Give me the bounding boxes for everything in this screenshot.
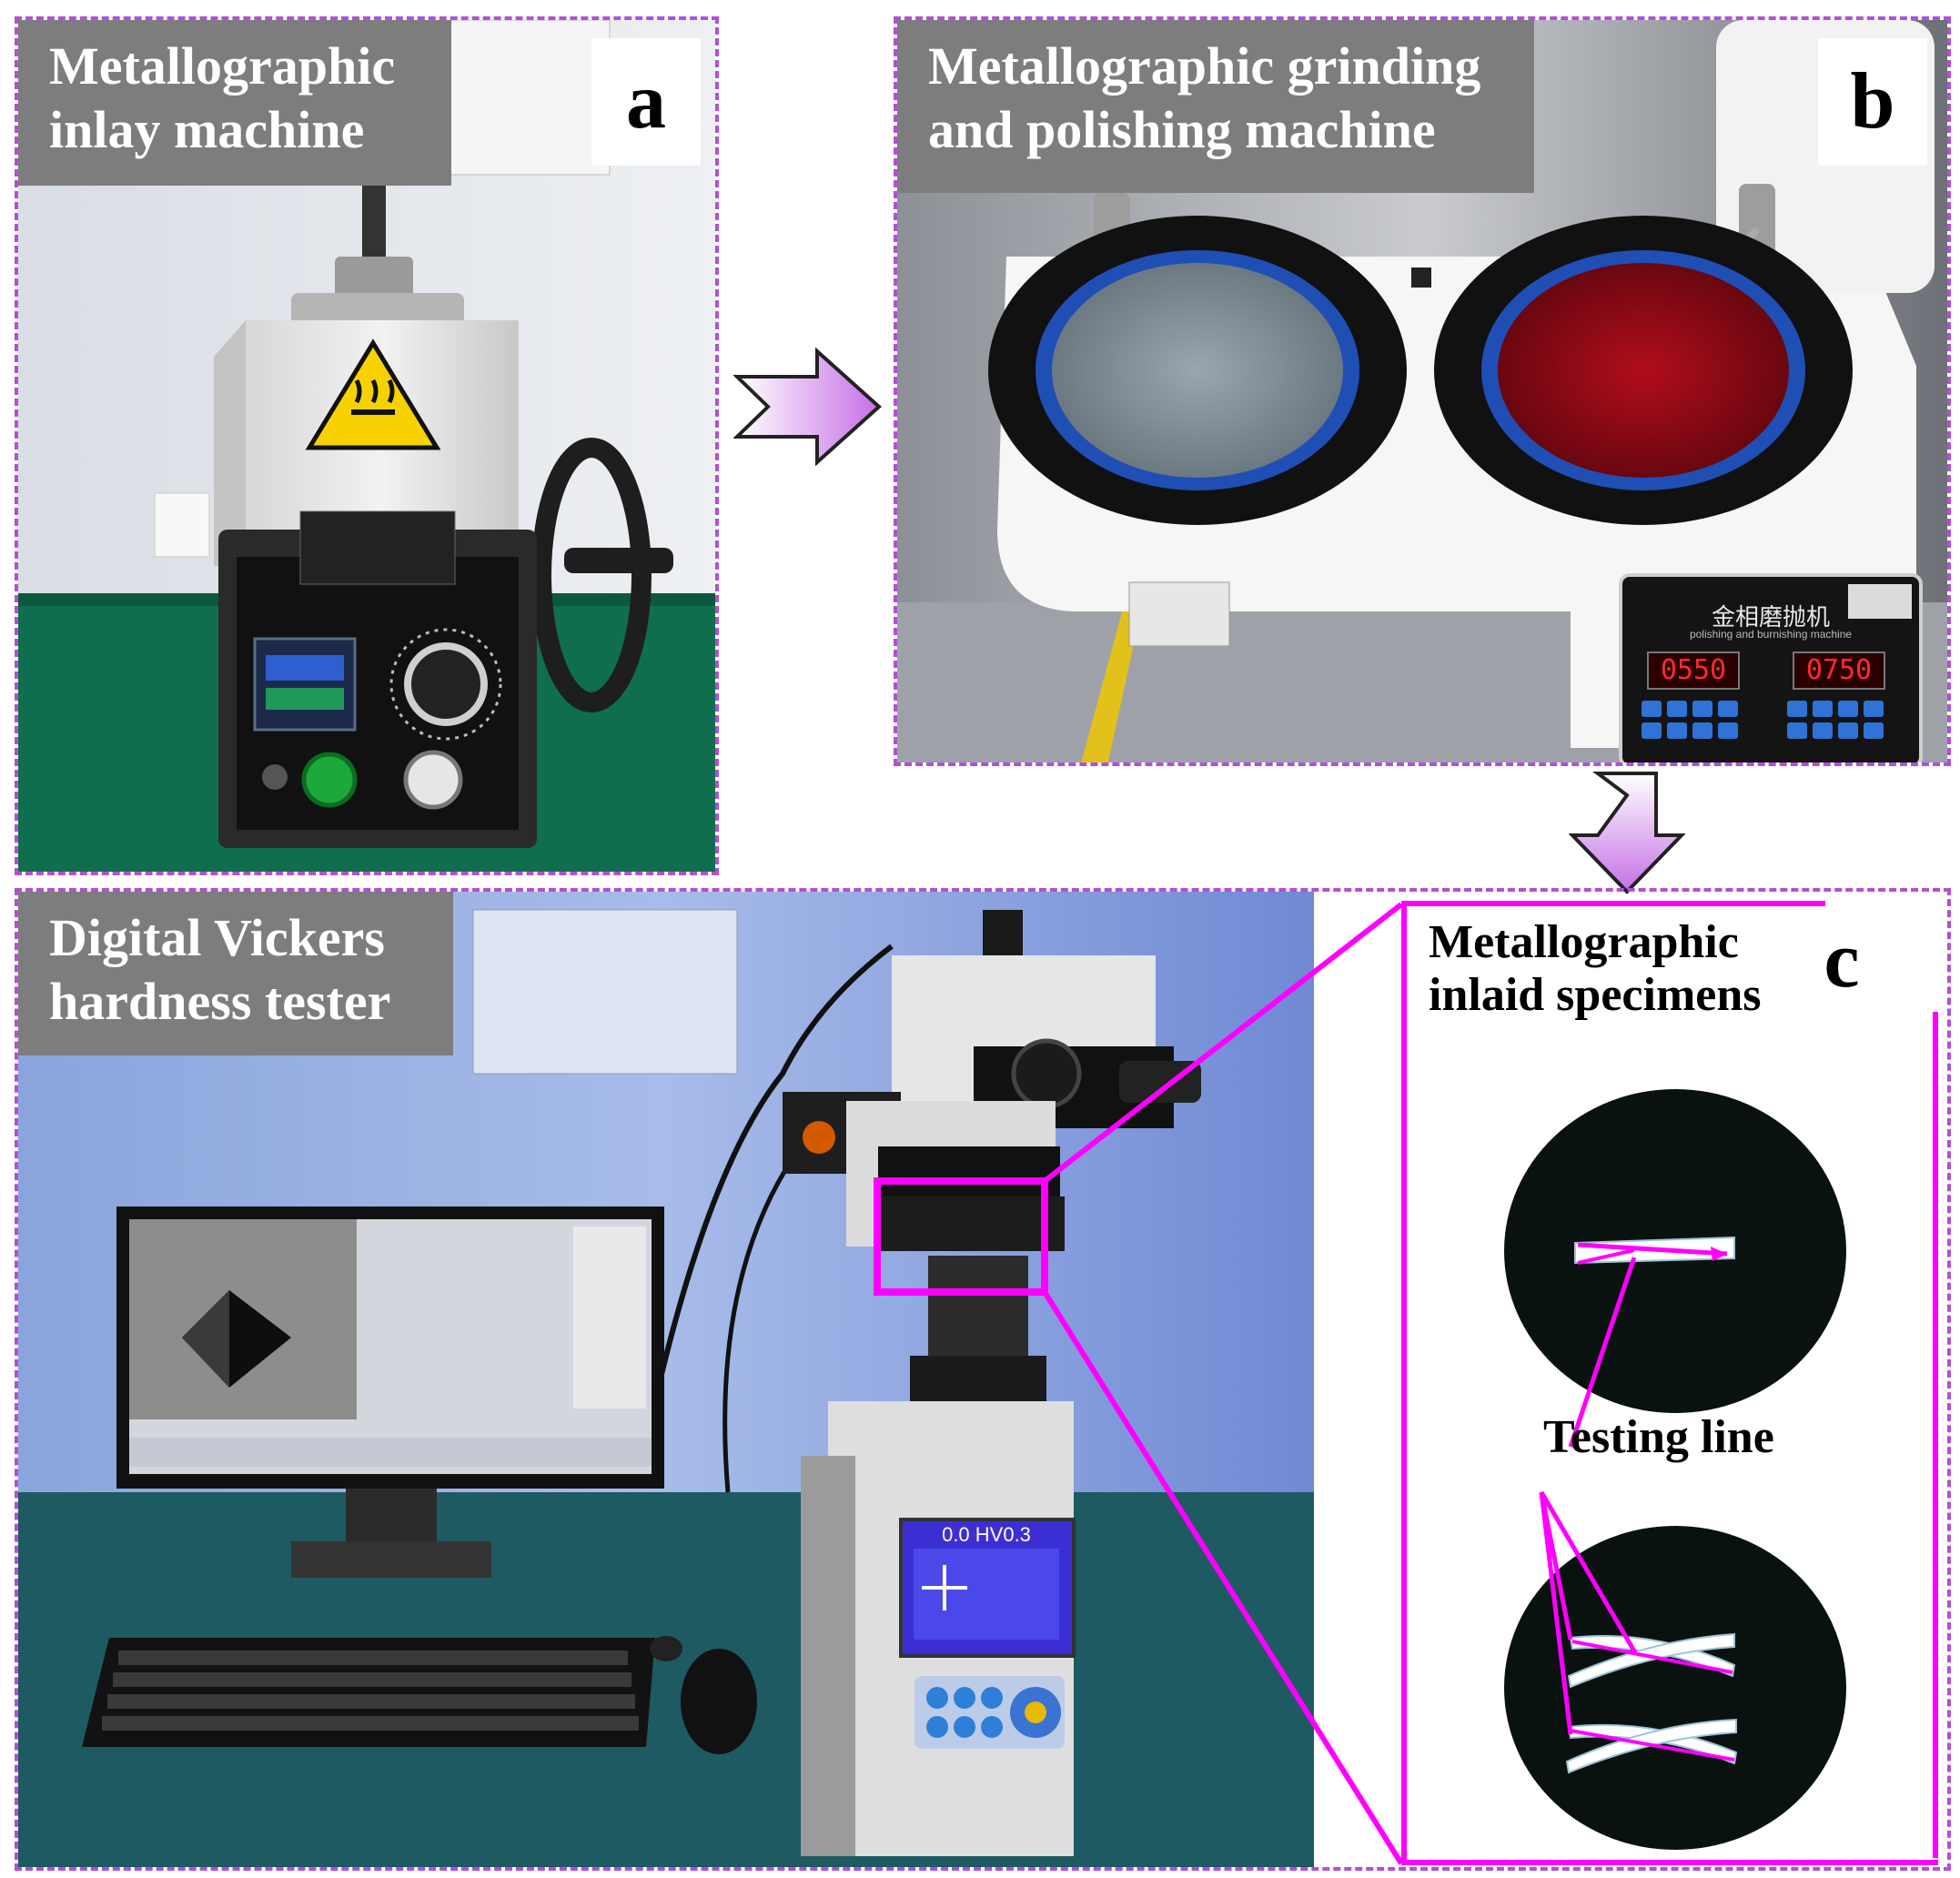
testing-line-label: Testing line bbox=[1543, 1411, 1774, 1463]
panel-c-title-line1: Digital Vickers bbox=[49, 908, 385, 967]
panel-a-title-line1: Metallographic bbox=[49, 36, 396, 96]
panel-b-title-line2: and polishing machine bbox=[928, 100, 1436, 159]
machine-brand: 金相磨抛机 bbox=[1711, 604, 1830, 631]
panel-c-letter: c bbox=[1824, 916, 1860, 1005]
callout-lines bbox=[1042, 902, 1404, 1865]
right-arrow-icon bbox=[733, 348, 882, 466]
specimen-inset: Metallographic inlaid specimens Testing bbox=[1401, 901, 1938, 1865]
panel-b: 金相磨抛机 polishing and burnishing machine 0… bbox=[894, 16, 1951, 766]
specimen-discs bbox=[1504, 1089, 1846, 1850]
panel-c-title-line2: hardness tester bbox=[49, 972, 391, 1031]
crosshair-icon bbox=[922, 1565, 967, 1610]
panel-a: Metallographic inlay machine a bbox=[15, 16, 719, 875]
panel-b-letter: b bbox=[1818, 38, 1927, 166]
left-speed-display: 0550 bbox=[1660, 654, 1727, 686]
machine-brand-sub: polishing and burnishing machine bbox=[1689, 628, 1853, 641]
vickers-tester-photo bbox=[18, 892, 1314, 1867]
down-arrow-icon bbox=[1569, 772, 1685, 894]
panel-a-letter: a bbox=[591, 38, 701, 166]
panel-b-title: Metallographic grinding and polishing ma… bbox=[897, 20, 1534, 193]
hot-surface-warning-icon bbox=[305, 338, 441, 450]
panel-c-title: Digital Vickers hardness tester bbox=[18, 892, 453, 1055]
inset-title-line2: inlaid specimens bbox=[1429, 969, 1762, 1021]
inset-title-line1: Metallographic bbox=[1429, 916, 1739, 968]
tester-screen-value: 0.0 HV0.3 bbox=[942, 1523, 1031, 1546]
right-speed-display: 0750 bbox=[1805, 654, 1873, 686]
panel-a-title: Metallographic inlay machine bbox=[18, 20, 451, 186]
panel-b-title-line1: Metallographic grinding bbox=[928, 36, 1481, 96]
panel-a-title-line2: inlay machine bbox=[49, 100, 365, 159]
panel-c: 0.0 HV0.3 Digital Vickers hardness teste… bbox=[15, 888, 1951, 1871]
